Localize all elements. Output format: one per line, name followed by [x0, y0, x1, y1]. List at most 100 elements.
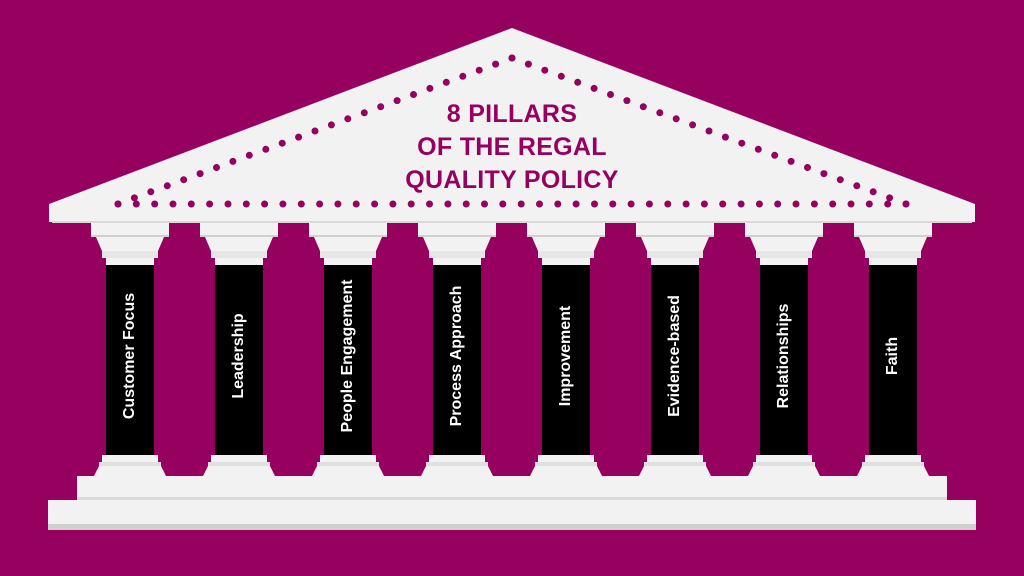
pediment-dot	[426, 200, 433, 208]
column-capital-neck	[865, 251, 921, 258]
column-capital-top	[91, 223, 169, 235]
column-capital-flare	[205, 237, 273, 251]
pediment-dot	[262, 145, 270, 153]
pediment-dot	[738, 139, 746, 147]
column-capital-neck	[756, 251, 812, 258]
column-shaft	[215, 265, 263, 455]
pediment-dot	[344, 115, 352, 123]
column	[309, 223, 387, 476]
column-plinth	[94, 466, 166, 476]
column-shaft	[324, 265, 372, 455]
column-capital-neck	[647, 251, 703, 258]
pediment-dot	[810, 200, 818, 208]
column-capital-line	[91, 235, 169, 237]
column-capital-ring	[542, 258, 590, 265]
pediment-dot	[187, 200, 195, 208]
pediment-dot	[672, 115, 680, 123]
pediment-dot	[557, 72, 565, 80]
pediment-dot	[755, 200, 763, 208]
pediment-dot	[737, 200, 745, 208]
pediment-dot	[664, 200, 672, 208]
pediment-dot	[481, 200, 488, 208]
pediment-dot	[151, 200, 159, 208]
pediment-dot	[410, 91, 417, 98]
column-capital-flare	[750, 237, 818, 251]
column	[200, 223, 278, 476]
column-capital-flare	[532, 237, 600, 251]
column-capital-ring	[433, 258, 481, 265]
title-line-2: OF THE REGAL	[417, 133, 607, 161]
column-base-ring	[211, 455, 267, 462]
pediment-dot	[721, 133, 729, 141]
step-lower-shade	[48, 524, 976, 530]
column	[636, 223, 714, 476]
pediment-dot	[508, 54, 516, 62]
pediment-dot	[297, 200, 305, 208]
column-capital-flare	[423, 237, 491, 251]
column-plinth	[203, 466, 275, 476]
column-base-ring	[320, 455, 376, 462]
column-capital-ring	[869, 258, 917, 265]
pediment-dot	[352, 200, 360, 208]
pediment-dot	[623, 97, 631, 105]
column-base-line	[535, 462, 597, 466]
column-shaft	[651, 265, 699, 455]
title-line-1: 8 PILLARS	[446, 100, 578, 128]
pediment-dot	[295, 133, 303, 141]
pediment-dot	[787, 157, 795, 165]
pediment-dot	[426, 84, 434, 92]
pediment-dot	[459, 72, 467, 80]
pediment-dot	[886, 194, 894, 202]
pediment-dot	[639, 103, 647, 111]
column-capital-neck	[429, 251, 485, 258]
column-base-line	[753, 462, 815, 466]
column-capital-line	[854, 235, 932, 237]
column-shaft	[433, 265, 481, 455]
column-capital-top	[309, 223, 387, 235]
column-capital-line	[418, 235, 496, 237]
pediment-dot	[884, 200, 892, 208]
column	[854, 223, 932, 476]
pediment-dot	[475, 66, 483, 74]
pediment-dot	[499, 200, 507, 208]
pediment-dot	[645, 200, 653, 208]
column-base-ring	[538, 455, 594, 462]
column	[418, 223, 496, 476]
pediment-dot	[377, 103, 385, 111]
pediment-dot	[245, 151, 253, 159]
pediment-dots	[114, 54, 910, 208]
pediment-dot	[224, 200, 232, 208]
column-capital-ring	[651, 258, 699, 265]
pediment-dot	[590, 84, 598, 92]
pediment-dot	[444, 200, 452, 208]
column-capital-neck	[102, 251, 158, 258]
column-shaft	[542, 265, 590, 455]
pediment-dot	[536, 200, 543, 208]
pediment-dot	[902, 200, 910, 208]
column-shaft	[869, 265, 917, 455]
pediment-dot	[279, 200, 287, 208]
pediment-dot	[334, 200, 342, 208]
pediment-dot	[682, 200, 690, 208]
pediment-dot	[389, 200, 397, 208]
column-capital-neck	[538, 251, 594, 258]
pediment-dot	[360, 109, 368, 117]
column-base-ring	[865, 455, 921, 462]
column-capital-neck	[320, 251, 376, 258]
pediment-dot	[869, 188, 877, 196]
column-capital-line	[200, 235, 278, 237]
column-capital-line	[309, 235, 387, 237]
pediment-dot	[196, 170, 204, 178]
title-line-3: QUALITY POLICY	[405, 166, 619, 194]
column-capital-top	[854, 223, 932, 235]
column	[91, 223, 169, 476]
pediment-dot	[609, 200, 617, 208]
column-base-ring	[647, 455, 703, 462]
pediment-dot	[554, 200, 562, 208]
pediment-dot	[316, 200, 324, 208]
pediment-dot	[524, 60, 532, 68]
pediment-title: 8 PILLARS OF THE REGAL QUALITY POLICY	[312, 98, 712, 197]
step-upper-shade	[77, 497, 947, 500]
column-capital-flare	[314, 237, 382, 251]
